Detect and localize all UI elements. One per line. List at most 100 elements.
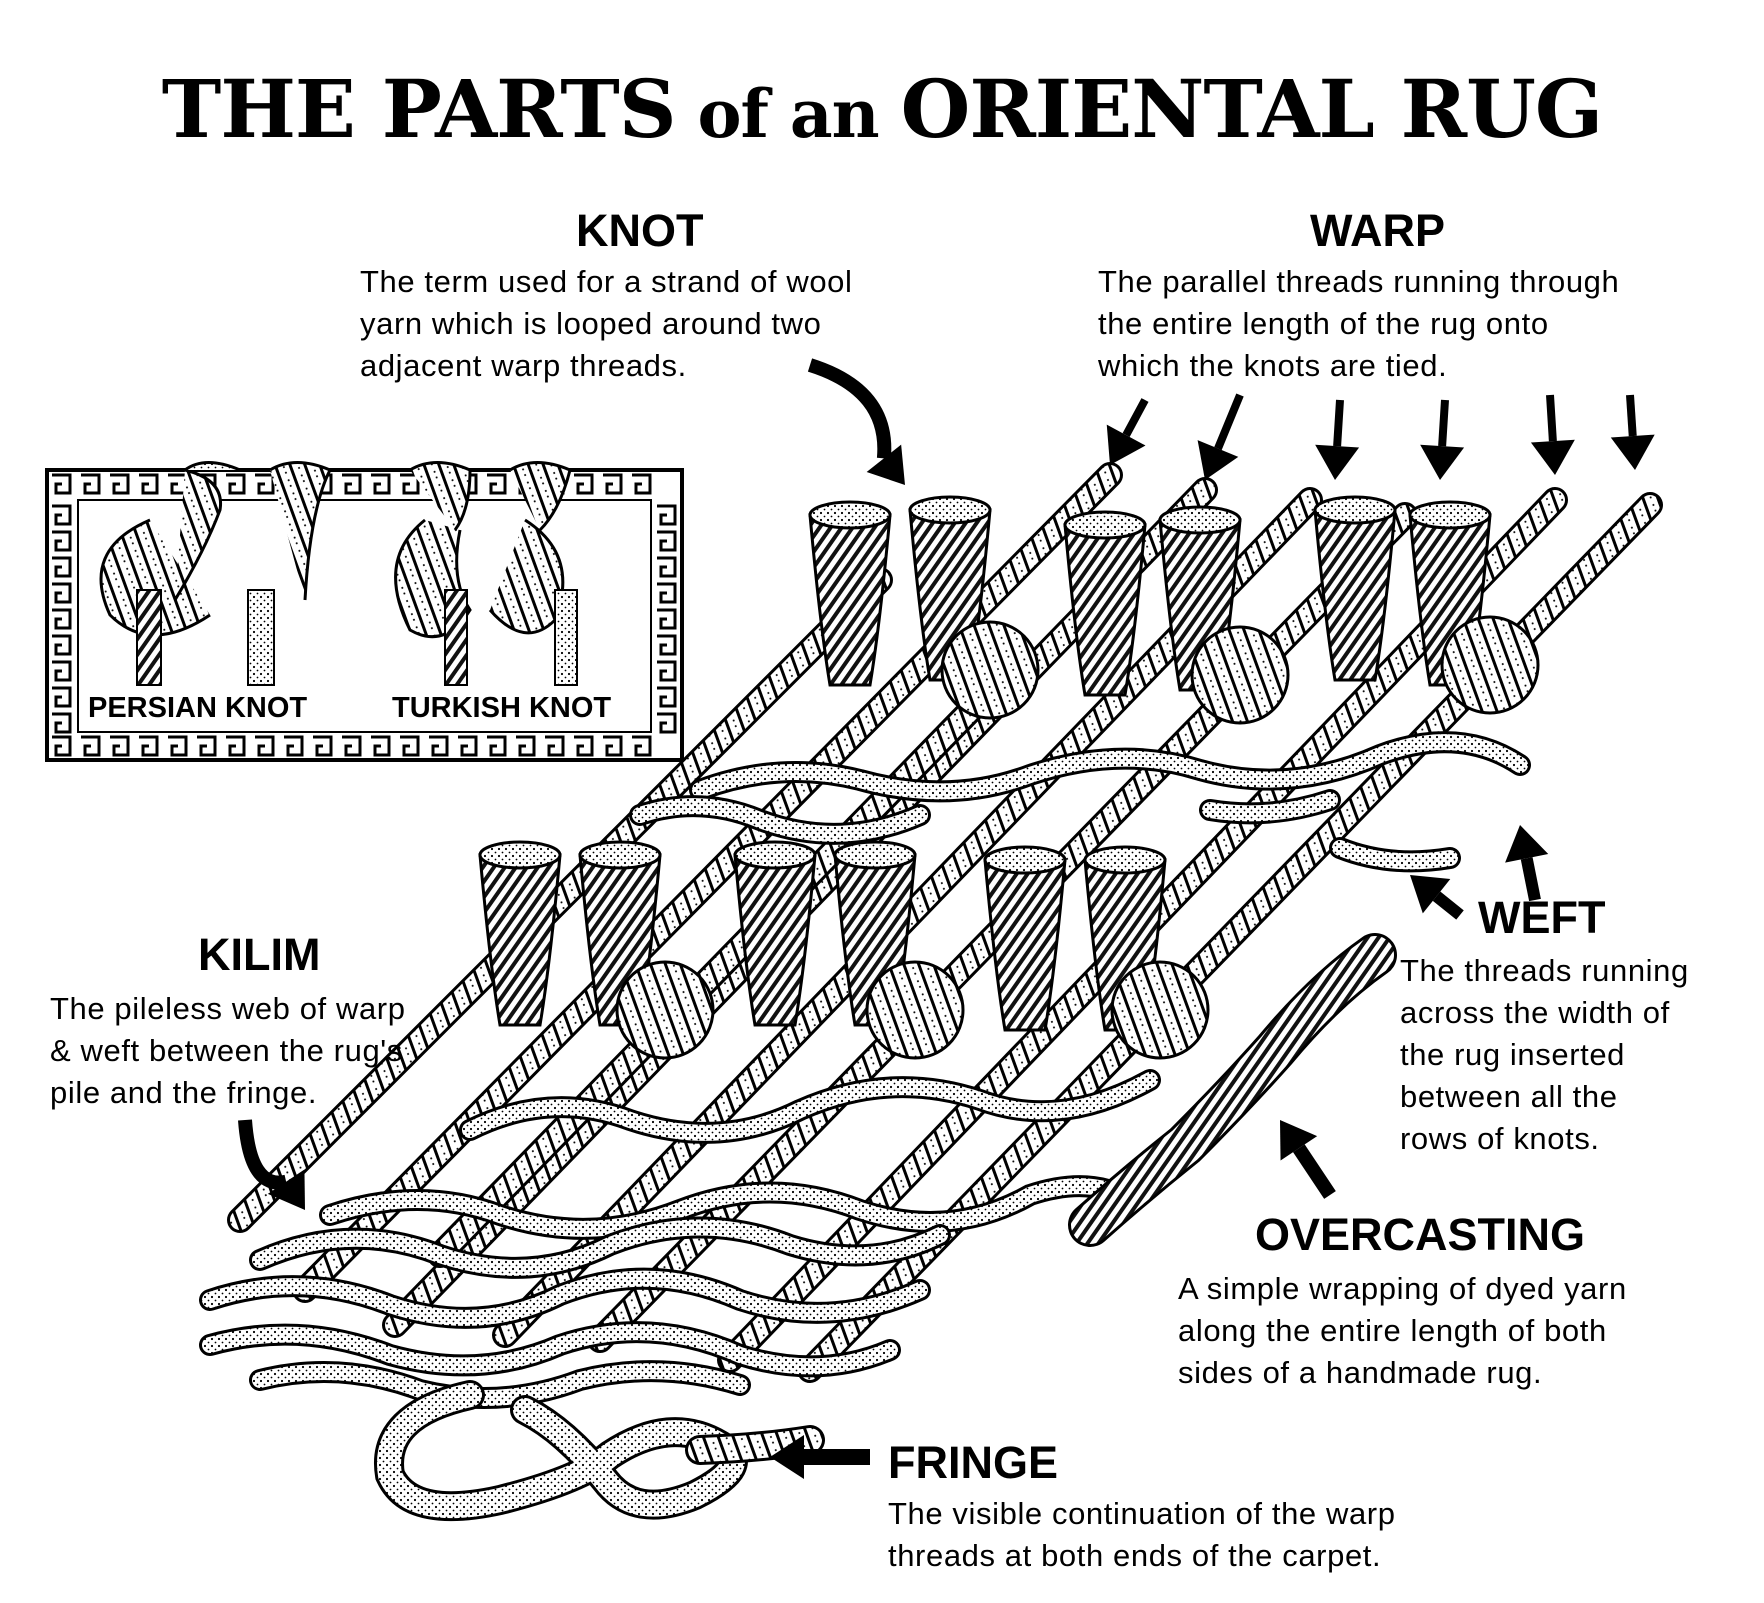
- greek-key-motif: [657, 530, 677, 552]
- knot-pile-top: [733, 840, 817, 870]
- arrow-icon: [1410, 875, 1464, 920]
- page-title: THE PARTS of an ORIENTAL RUG: [161, 62, 1603, 156]
- greek-key-motif: [52, 634, 72, 656]
- arrow-icon: [1197, 393, 1244, 480]
- warp-thread: [230, 570, 890, 1230]
- greek-key-motif: [168, 473, 188, 495]
- greek-key-motif: [429, 735, 449, 757]
- knot-pile: [983, 858, 1067, 1032]
- greek-key-motif: [657, 634, 677, 656]
- knot-pile-top: [578, 840, 662, 870]
- arrow-icon: [1610, 394, 1655, 470]
- greek-key-motif: [657, 712, 677, 734]
- weft-thread: [692, 734, 1528, 800]
- knot-pile-top: [908, 495, 992, 525]
- knot-loop: [1440, 615, 1540, 715]
- knot-tuft: [983, 845, 1067, 1032]
- border-frame: [45, 468, 684, 762]
- arrow-shaft: [1546, 394, 1557, 442]
- arrow-icon: [1420, 399, 1465, 480]
- knot-loop: [1190, 625, 1290, 725]
- greek-key-motif: [516, 735, 536, 757]
- persian-knot-illustration: [99, 461, 333, 686]
- arrow-shaft: [1520, 857, 1541, 902]
- greek-key-motif: [603, 473, 623, 495]
- weft-thread: [462, 1072, 1158, 1141]
- knot-tufts: [478, 495, 1540, 1060]
- arrow-head: [1420, 444, 1465, 480]
- knot-pile-top: [1158, 505, 1242, 535]
- arrow-head: [1280, 1120, 1318, 1161]
- knot-pile-top: [1408, 500, 1492, 530]
- weft-thread: [1332, 840, 1458, 870]
- fringe-loops: [374, 1380, 825, 1522]
- greek-key-motif: [657, 504, 677, 526]
- weft-thread: [202, 1324, 898, 1375]
- greek-key-border: [45, 468, 684, 762]
- fringe-heading: FRINGE: [888, 1437, 1059, 1488]
- knot-pile-top: [478, 840, 562, 870]
- greek-key-motif: [52, 660, 72, 682]
- greek-key-motif: [632, 735, 652, 757]
- greek-key-motif: [226, 473, 246, 495]
- arrow-head: [1197, 440, 1239, 480]
- greek-key-motif: [110, 473, 130, 495]
- arrow-icon: [770, 1435, 870, 1479]
- greek-key-motif: [197, 735, 217, 757]
- overcasting-heading: OVERCASTING: [1255, 1209, 1586, 1260]
- greek-key-motif: [52, 608, 72, 630]
- knot-pile: [808, 513, 892, 687]
- arrow-icon: [1505, 825, 1549, 902]
- greek-key-motif: [52, 735, 72, 757]
- arrow-head: [1410, 875, 1451, 914]
- knot-loop: [940, 620, 1040, 720]
- greek-key-motif: [81, 473, 101, 495]
- arrow-shaft: [1333, 399, 1344, 447]
- greek-key-motif: [52, 504, 72, 526]
- greek-key-motif: [110, 735, 130, 757]
- kilim-description: The pileless web of warp & weft between …: [50, 991, 406, 1110]
- arrow-shaft: [1432, 891, 1464, 920]
- knot-tuft: [478, 840, 562, 1027]
- arrow-head: [1106, 424, 1146, 465]
- weft-threads: [199, 731, 1531, 1409]
- arrow-icon: [1530, 394, 1575, 475]
- knot-pile-top: [833, 840, 917, 870]
- knot-pile-top: [1083, 845, 1167, 875]
- arrow-icon: [238, 1119, 305, 1210]
- arrow-head: [1610, 434, 1655, 470]
- arrow-head: [1315, 444, 1360, 480]
- knot-heading: KNOT: [576, 205, 704, 256]
- greek-key-motif: [52, 582, 72, 604]
- arrow-icon: [1106, 398, 1149, 465]
- greek-key-motif: [574, 735, 594, 757]
- greek-key-motif: [632, 473, 652, 495]
- knot-tuft: [733, 840, 817, 1027]
- knot-tuft: [808, 500, 892, 687]
- greek-key-motif: [168, 735, 188, 757]
- knot-tuft: [1313, 495, 1397, 682]
- warp-thread: [430, 670, 1010, 1265]
- knot-pile: [1313, 508, 1397, 682]
- greek-key-motif: [313, 735, 333, 757]
- arrow-shaft: [1122, 398, 1149, 437]
- knot-pile-top: [1313, 495, 1397, 525]
- greek-key-motif: [603, 735, 623, 757]
- knot-pile-top: [1063, 510, 1147, 540]
- weft-thread: [1202, 792, 1338, 822]
- greek-key-motif: [371, 473, 391, 495]
- arrow-head: [1505, 825, 1549, 863]
- greek-key-motif: [657, 686, 677, 708]
- pointer-arrows: [238, 358, 1655, 1479]
- overcasting-description: A simple wrapping of dyed yarn along the…: [1178, 1271, 1627, 1390]
- arrow-shaft: [238, 1119, 288, 1190]
- arrow-shaft: [1293, 1144, 1336, 1199]
- greek-key-motif: [52, 530, 72, 552]
- weft-thread: [202, 1270, 928, 1326]
- knot-pile: [1063, 523, 1147, 697]
- weft-thread: [322, 1178, 1138, 1237]
- kilim-heading: KILIM: [198, 929, 321, 980]
- arrow-shaft: [1626, 394, 1637, 437]
- arrow-head: [866, 444, 905, 485]
